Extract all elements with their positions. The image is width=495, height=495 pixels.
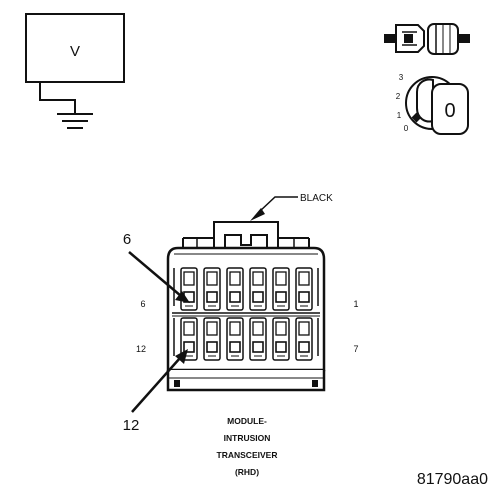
ignition-pos-0: 0 [404, 124, 409, 133]
terminal-cavity [226, 267, 244, 311]
key-label: 0 [444, 100, 455, 122]
callout-arrow-6 [128, 251, 190, 303]
pin-label-left-top: 6 [140, 299, 145, 309]
ignition-switch-icon: 0 0 1 2 3 [396, 73, 469, 135]
ground-symbol-icon [39, 82, 93, 129]
terminal-cavity [203, 317, 221, 361]
ignition-pos-2: 2 [396, 92, 401, 101]
terminal-cavity [180, 317, 198, 361]
terminal-cavity [272, 267, 290, 311]
figure-id: 81790aa0 [417, 471, 488, 488]
caption-line-1: MODULE- [227, 416, 267, 426]
caption-line-4: (RHD) [235, 467, 259, 477]
connector-face [166, 221, 326, 392]
caption-line-3: TRANSCEIVER [217, 450, 278, 460]
pin-label-right-bottom: 7 [353, 344, 358, 354]
connector-disconnect-icon [384, 23, 470, 55]
terminal-cavity [180, 267, 198, 311]
voltmeter-icon: V [25, 13, 125, 83]
terminal-cavity [295, 267, 313, 311]
connector-color-label: BLACK [300, 193, 333, 204]
terminal-cavity [203, 267, 221, 311]
terminal-cavity [272, 317, 290, 361]
pin-label-left-bottom: 12 [136, 344, 146, 354]
callout-pin-12: 12 [123, 417, 140, 434]
meter-label: V [70, 43, 80, 60]
caption-line-2: INTRUSION [224, 433, 271, 443]
terminal-cavity [226, 317, 244, 361]
ignition-pos-3: 3 [399, 73, 404, 82]
terminal-cavity [249, 267, 267, 311]
terminal-cavity [249, 317, 267, 361]
color-leader-arrow [250, 196, 298, 221]
connector-caption: MODULE- INTRUSION TRANSCEIVER (RHD) [217, 416, 278, 477]
ignition-pos-1: 1 [397, 111, 402, 120]
callout-arrow-12 [131, 349, 188, 413]
callout-pin-6: 6 [123, 231, 131, 248]
terminal-cavities [180, 267, 313, 361]
terminal-cavity [295, 317, 313, 361]
pin-label-right-top: 1 [353, 299, 358, 309]
